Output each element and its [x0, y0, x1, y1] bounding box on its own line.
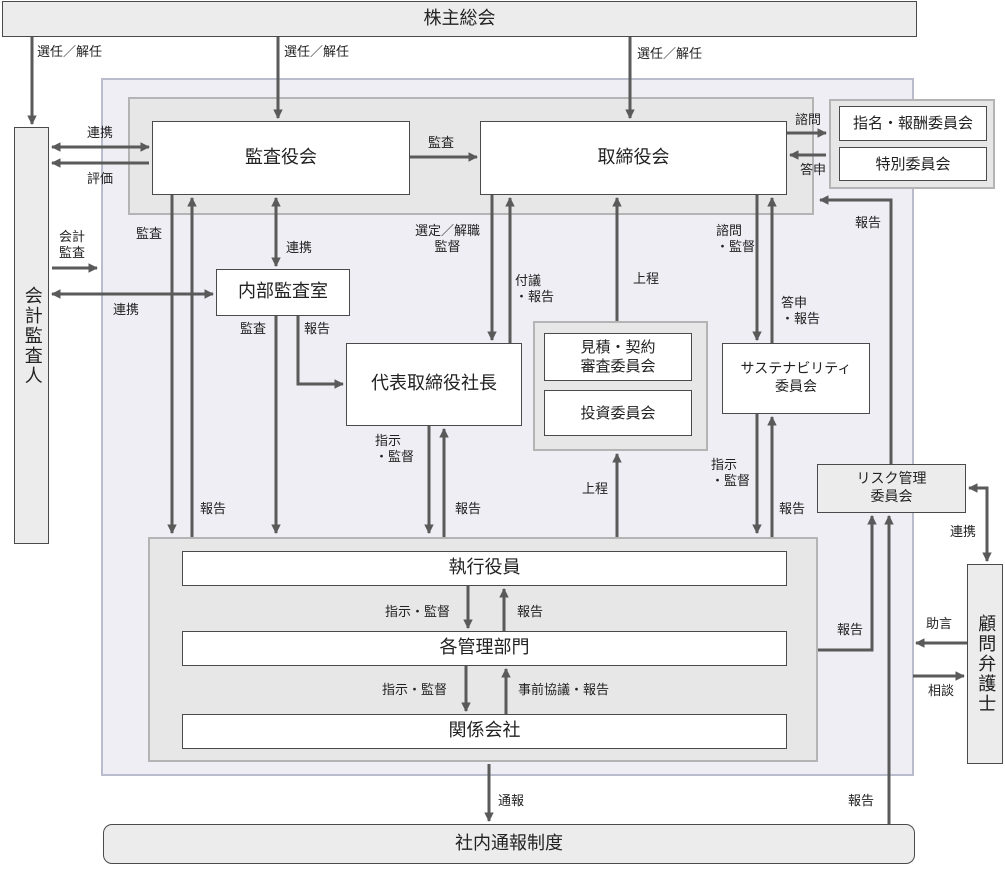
affiliates-label: 関係会社: [448, 720, 521, 742]
whistleblowing-box: 社内通報制度: [103, 824, 915, 864]
estimate-committee-box: 見積・契約 審査委員会: [544, 333, 692, 381]
management-departments-box: 各管理部門: [182, 631, 787, 666]
special-committee-box: 特別委員会: [839, 147, 987, 181]
audit-to-board-label: 監査: [428, 136, 455, 151]
advice-label: 助言: [926, 617, 953, 632]
estimate-committee-label: 見積・契約 審査委員会: [580, 338, 656, 375]
risk-committee-box: リスク管理 委員会: [817, 464, 966, 513]
instruct-supervise-label-4: 指示・監督: [382, 683, 448, 698]
prior-consult-label: 事前協議・報告: [518, 683, 610, 698]
legal-counsel-label: 顧問弁護士: [975, 614, 997, 714]
submit-label-2: 上程: [582, 482, 609, 497]
president-report-label: 報告: [455, 502, 482, 517]
risk-to-board-report-label: 報告: [855, 216, 882, 231]
sustainability-report-label: 報告: [779, 502, 806, 517]
cooperation-label-1: 連携: [87, 126, 114, 141]
affiliates-box: 関係会社: [182, 714, 787, 749]
reply-label: 答申: [800, 163, 827, 178]
elect-label-2: 選任／解任: [284, 45, 350, 60]
internal-report-label: 報告: [304, 322, 331, 337]
audit-board-report-label: 報告: [200, 502, 227, 517]
elect-label-1: 選任／解任: [37, 45, 103, 60]
nomination-committee-box: 指名・報酬委員会: [839, 106, 987, 141]
elect-label-3: 選任／解任: [637, 47, 703, 62]
sustainability-committee-label: サステナビリティ 委員会: [740, 361, 852, 395]
reply-report-label: 答申 ・報告: [781, 296, 821, 327]
instruct-supervise-label-1: 指示 ・監督: [375, 434, 415, 465]
audit-board-box: 監査役会: [152, 121, 410, 195]
submit-label-1: 上程: [633, 272, 660, 287]
agenda-report-label: 付議 ・報告: [515, 274, 555, 305]
cooperation-label-4: 連携: [950, 525, 977, 540]
legal-counsel-box: 顧問弁護士: [967, 564, 1003, 764]
internal-audit-label: 監査: [240, 322, 267, 337]
internal-audit-office-label: 内部監査室: [238, 281, 328, 303]
board-of-directors-box: 取締役会: [480, 121, 787, 195]
executive-officers-label: 執行役員: [448, 557, 521, 579]
sustainability-committee-box: サステナビリティ 委員会: [722, 343, 870, 414]
whistleblowing-label: 社内通報制度: [455, 832, 563, 854]
instruct-supervise-label-2: 指示 ・監督: [711, 458, 751, 489]
evaluation-label: 評価: [87, 172, 114, 187]
management-departments-label: 各管理部門: [439, 637, 530, 659]
nomination-committee-label: 指名・報酬委員会: [852, 114, 973, 133]
mgmt-risk-report-label: 報告: [837, 623, 864, 638]
shareholders-meeting-label: 株主総会: [423, 7, 496, 29]
executive-officers-box: 執行役員: [182, 551, 787, 586]
accounting-audit-label: 会計 監査: [59, 230, 86, 261]
appoint-dismiss-label: 選定／解職 監督: [415, 224, 481, 255]
audit-left-label: 監査: [136, 227, 163, 242]
inquiry-label: 諮問: [795, 113, 822, 128]
inquiry-supervise-label: 諮問 ・監督: [716, 224, 756, 255]
accounting-auditor-label: 会計監査人: [21, 285, 43, 386]
investment-committee-box: 投資委員会: [544, 390, 692, 436]
audit-board-label: 監査役会: [245, 146, 317, 168]
board-of-directors-label: 取締役会: [597, 146, 670, 168]
accounting-auditor-box: 会計監査人: [14, 127, 49, 544]
consultation-label: 相談: [928, 684, 955, 699]
investment-committee-label: 投資委員会: [580, 403, 656, 422]
shareholders-meeting-box: 株主総会: [2, 1, 917, 37]
instruct-supervise-label-3: 指示・監督: [385, 605, 451, 620]
whistle-report-label: 報告: [848, 794, 875, 809]
cooperation-label-3: 連携: [286, 241, 313, 256]
risk-committee-label: リスク管理 委員会: [856, 471, 927, 505]
president-label: 代表取締役社長: [371, 373, 497, 395]
whistle-label: 通報: [498, 794, 525, 809]
cooperation-label-2: 連携: [113, 303, 140, 318]
internal-audit-office-box: 内部監査室: [216, 269, 350, 316]
special-committee-label: 特別委員会: [875, 154, 951, 173]
president-box: 代表取締役社長: [346, 343, 522, 426]
exec-report-label: 報告: [517, 605, 544, 620]
